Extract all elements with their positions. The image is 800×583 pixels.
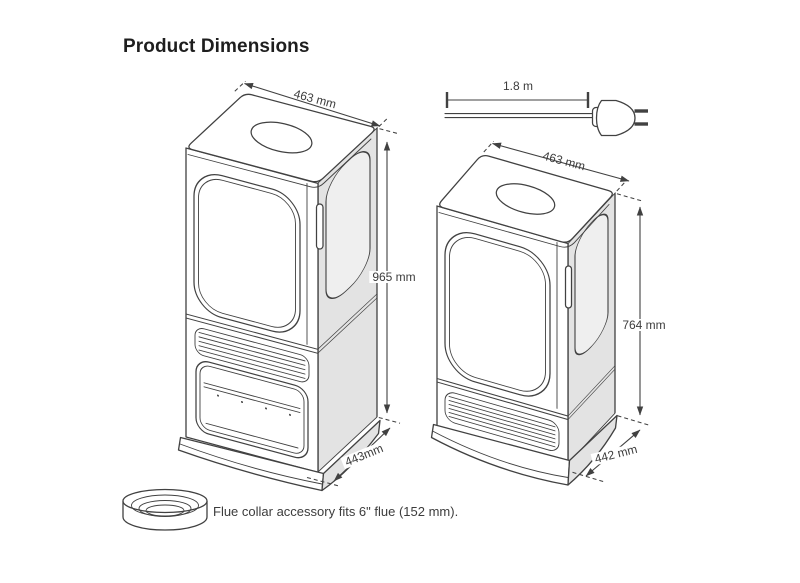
tall-stove-louver-vent: [194, 328, 310, 383]
power-cord-length-label: 1.8 m: [502, 79, 534, 93]
short-stove-firebox-window: [444, 232, 551, 397]
tall-stove-log-store-opening: [195, 361, 309, 459]
tall-stove-firebox-window: [193, 174, 301, 333]
short-stove-width-dimension: [492, 142, 630, 182]
power-cord-illustration: [444, 92, 648, 137]
flue-collar-illustration: [122, 488, 208, 531]
short-stove-dimension-lines: [483, 140, 651, 483]
short-stove-door-handle: [564, 265, 573, 309]
tall-stove-front-panel: [185, 147, 319, 474]
short-stove-front-panel: [436, 205, 569, 465]
short-stove-illustration: [430, 154, 618, 486]
page-title: Product Dimensions: [123, 36, 310, 57]
short-stove-side-window: [574, 213, 609, 356]
power-plug-icon: [591, 99, 648, 137]
tall-stove-width-dimension: [244, 82, 381, 127]
short-stove-top-plate: [438, 154, 613, 248]
power-cord-wire: [444, 113, 595, 119]
short-stove-height-label: 764 mm: [619, 319, 669, 331]
tall-stove-door-handle: [315, 203, 324, 250]
tall-stove-illustration: [177, 93, 381, 492]
tall-stove-side-panel: [317, 127, 378, 473]
short-stove-burner-oval: [495, 183, 556, 215]
flue-collar-note: Flue collar accessory fits 6" flue (152 …: [213, 504, 459, 519]
tall-stove-height-label: 965 mm: [369, 271, 419, 283]
short-stove-louver-vent: [444, 392, 560, 451]
